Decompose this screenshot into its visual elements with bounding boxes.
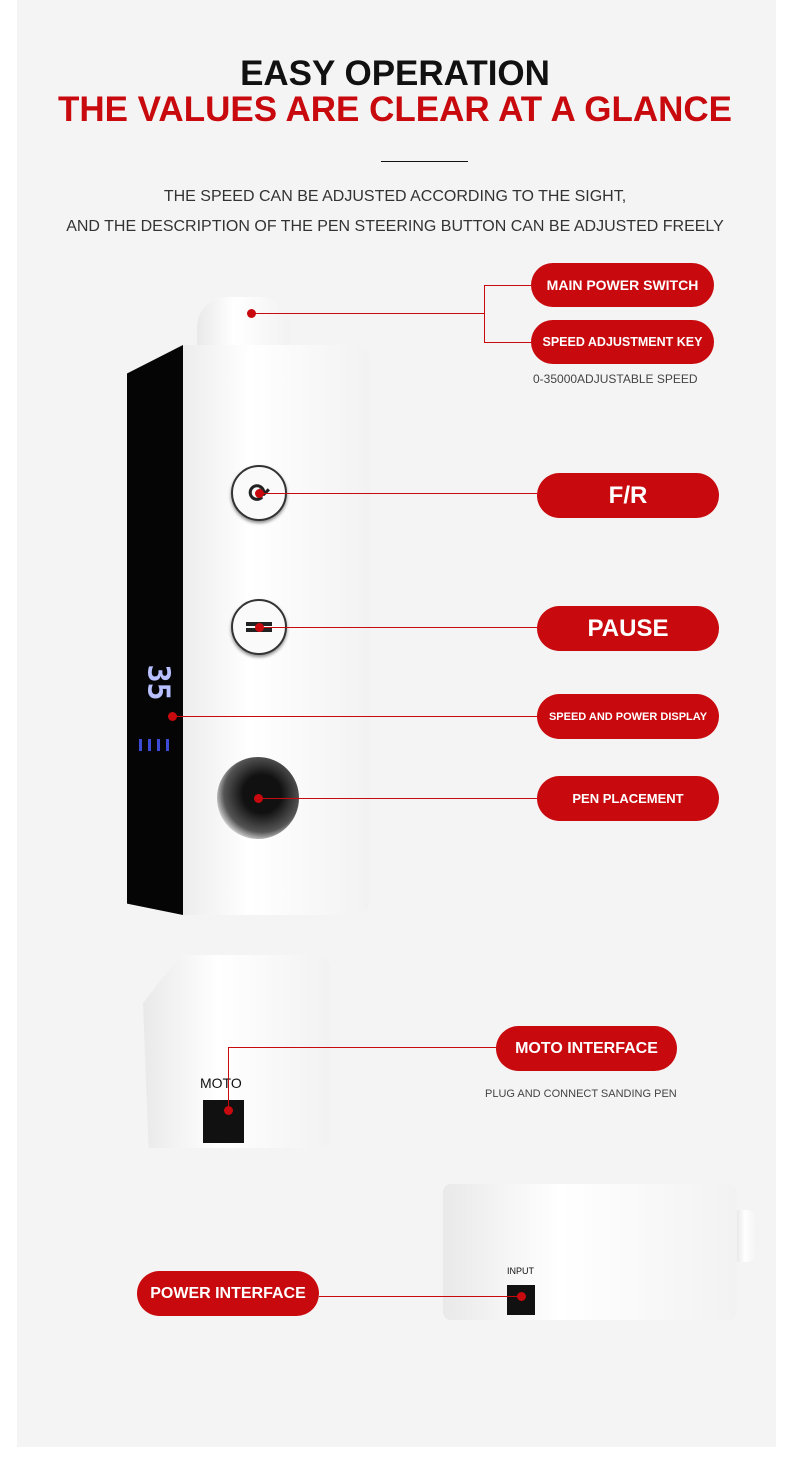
input-port-label: INPUT (507, 1266, 534, 1276)
marker-dot (224, 1106, 233, 1115)
label-pause: PAUSE (537, 606, 719, 651)
display-panel (127, 345, 183, 915)
page-subtitle: THE VALUES ARE CLEAR AT A GLANCE (57, 90, 733, 129)
moto-port-label: MOTO (200, 1075, 242, 1091)
label-main-power-switch: MAIN POWER SWITCH (531, 263, 714, 307)
leader-line (172, 716, 537, 717)
label-pen-placement: PEN PLACEMENT (537, 776, 719, 821)
marker-dot (517, 1292, 526, 1301)
leader-line (251, 313, 484, 314)
moto-note: PLUG AND CONNECT SANDING PEN (485, 1088, 677, 1100)
leader-line (319, 1296, 521, 1297)
leader-line (259, 493, 537, 494)
label-moto-interface: MOTO INTERFACE (496, 1026, 677, 1071)
speed-range-note: 0-35000ADJUSTABLE SPEED (533, 372, 698, 386)
label-speed-power-display: SPEED AND POWER DISPLAY (537, 694, 719, 739)
leader-line (259, 627, 537, 628)
divider (381, 161, 468, 162)
label-fr: F/R (537, 473, 719, 518)
description-line-1: THE SPEED CAN BE ADJUSTED ACCORDING TO T… (163, 188, 627, 205)
leader-line (228, 1047, 229, 1110)
leader-line (228, 1047, 496, 1048)
moto-port (203, 1100, 244, 1143)
leader-line (484, 342, 531, 343)
speed-readout: 35 (140, 664, 176, 701)
page-title: EASY OPERATION (240, 54, 550, 93)
leader-line (258, 798, 537, 799)
leader-line (484, 285, 485, 343)
power-level-bars (139, 739, 173, 751)
leader-line (484, 285, 531, 286)
back-knob (737, 1210, 757, 1262)
description-line-2: AND THE DESCRIPTION OF THE PEN STEERING … (66, 218, 724, 235)
label-speed-adjustment-key: SPEED ADJUSTMENT KEY (531, 320, 714, 364)
label-power-interface: POWER INTERFACE (137, 1271, 319, 1316)
device-back-view (443, 1184, 737, 1320)
power-knob (197, 297, 290, 349)
